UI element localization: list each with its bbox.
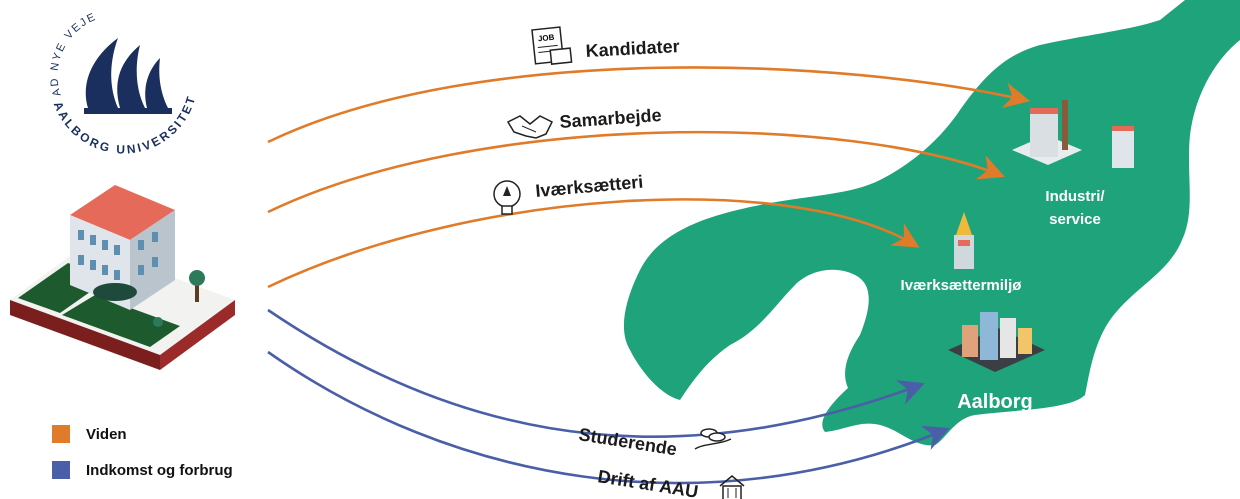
logo-emblem (85, 38, 118, 108)
legend-viden-label: Viden (86, 425, 127, 443)
viden-swatch (52, 425, 70, 443)
city-illustration-icon (948, 312, 1045, 372)
aalborg-label: Aalborg (957, 391, 1033, 413)
rocket-tower-icon (954, 212, 974, 269)
land-mass (623, 0, 1240, 446)
flow-label-ivaerksaetteri: Iværksætteri (493, 172, 644, 215)
svg-text:Kandidater: Kandidater (585, 36, 680, 61)
hand-coins-icon (694, 428, 732, 450)
aau-logo: AD NYE VEJE AALBORG UNIVERSITET (48, 11, 196, 157)
industri-label-line1: Industri/ (1045, 188, 1105, 205)
svg-text:JOB: JOB (537, 33, 555, 44)
handshake-icon (506, 115, 554, 139)
flow-kandidater-arrow (267, 66, 1031, 144)
ivaerksaettermiljoe-label: Iværksættermiljø (901, 277, 1023, 294)
industri-illustration-icon (1012, 100, 1134, 168)
indkomst-swatch (52, 461, 70, 479)
job-icon: JOB (531, 26, 573, 65)
campus-illustration-icon (10, 185, 235, 370)
flow-ivaerksaetteri-arrow (267, 198, 920, 289)
svg-text:Iværksætteri: Iværksætteri (535, 172, 644, 201)
flow-label-kandidater: JOB Kandidater (531, 26, 680, 65)
industri-label-line2: service (1049, 211, 1101, 228)
lightbulb-rocket-icon (493, 180, 521, 215)
legend-indkomst: Indkomst og forbrug (52, 461, 233, 479)
svg-text:Samarbejde: Samarbejde (559, 105, 662, 132)
flow-studerende-arrow (267, 308, 925, 438)
legend-indkomst-label: Indkomst og forbrug (86, 461, 233, 479)
svg-text:Studerende: Studerende (577, 424, 678, 459)
flow-samarbejde-arrow (267, 130, 1005, 214)
flow-drift-arrow (267, 350, 950, 485)
svg-text:Drift af AAU: Drift af AAU (596, 466, 699, 499)
building-icon (719, 475, 745, 499)
flow-label-studerende: Studerende (577, 424, 732, 459)
legend-viden: Viden (52, 425, 127, 443)
